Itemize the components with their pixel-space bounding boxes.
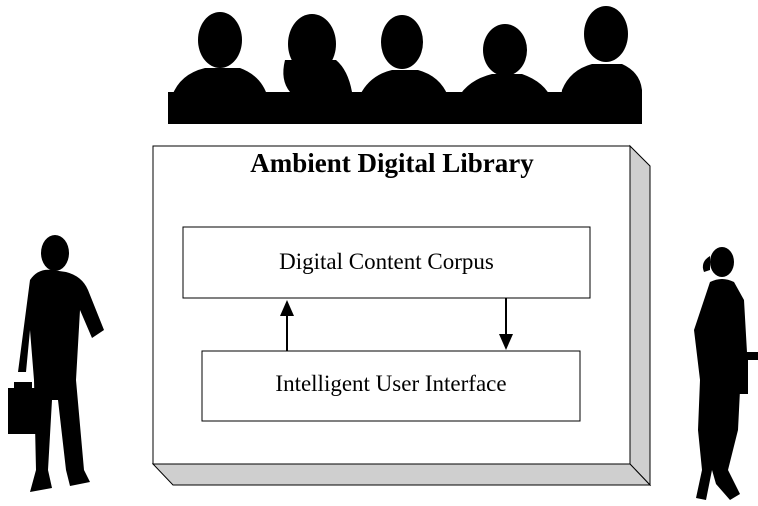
audience-person-5-icon xyxy=(558,6,642,124)
interface-box xyxy=(201,350,581,422)
corpus-box xyxy=(182,226,591,299)
audience-person-4-icon xyxy=(452,24,558,124)
diagram-title: Ambient Digital Library xyxy=(250,148,534,178)
interface-label: Intelligent User Interface xyxy=(275,371,507,396)
audience-person-3-icon xyxy=(355,15,452,124)
arrow-down xyxy=(499,298,513,350)
corpus-label: Digital Content Corpus xyxy=(279,249,494,274)
box-bottom-face xyxy=(151,463,652,486)
audience-person-1-icon xyxy=(170,12,270,124)
box-side-face xyxy=(629,144,651,487)
arrow-up xyxy=(280,300,294,351)
audience-silhouettes-icon xyxy=(168,6,642,124)
businessman-silhouette-icon xyxy=(8,235,104,492)
businesswoman-silhouette-icon xyxy=(694,247,758,500)
audience-person-2-icon xyxy=(262,14,360,124)
